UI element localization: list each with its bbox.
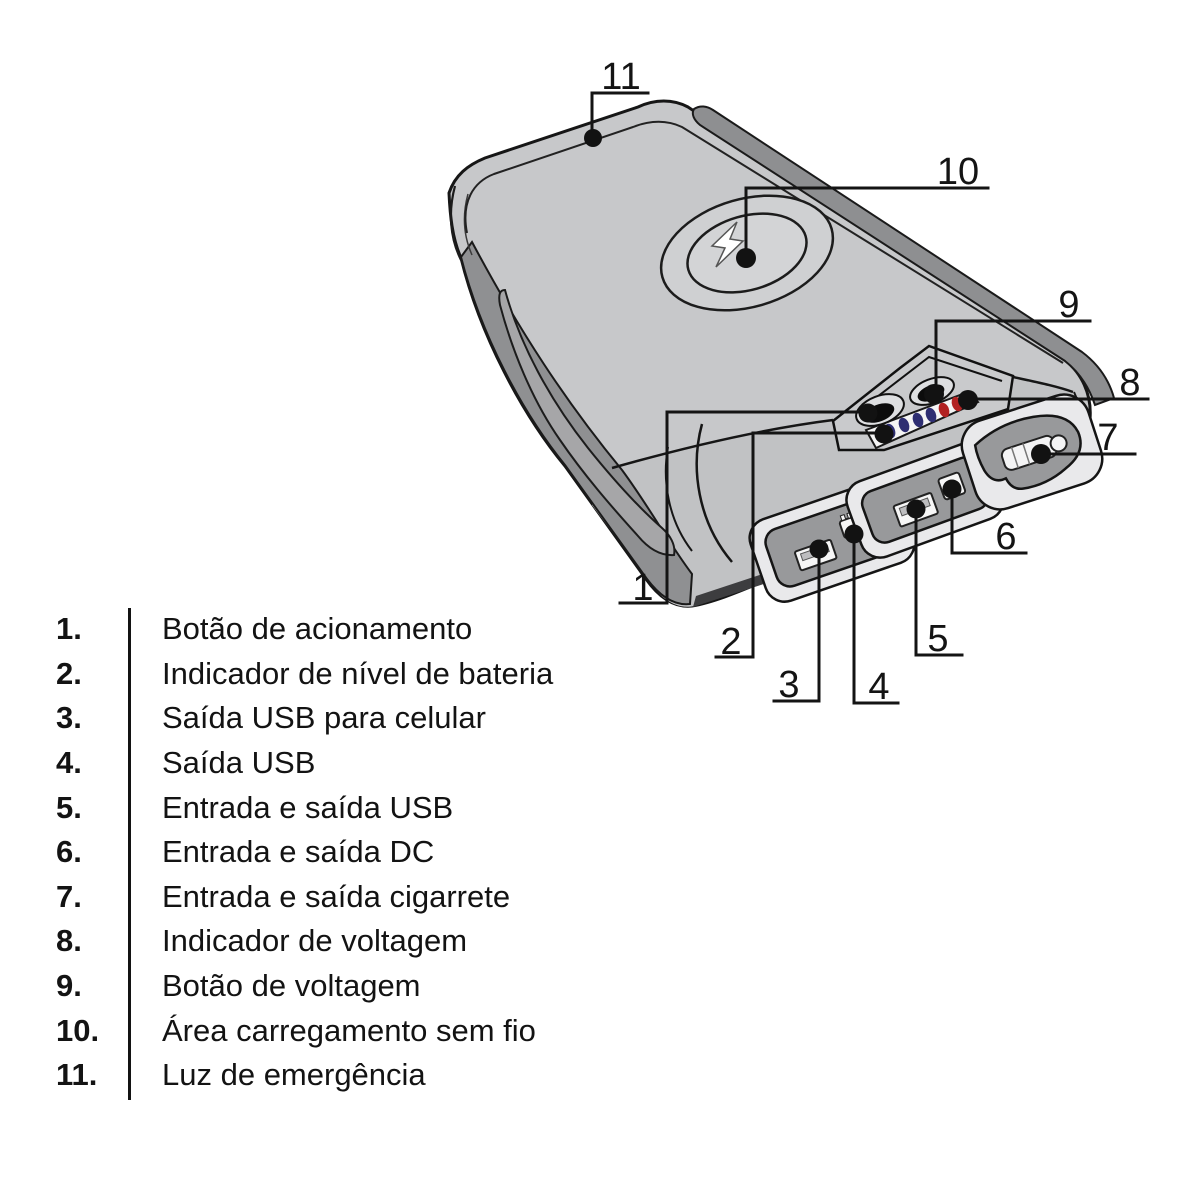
voltage-led-1 <box>938 402 950 418</box>
legend-num: 11. <box>56 1057 98 1093</box>
legend-row-5: 5. Entrada e saída USB <box>52 785 692 830</box>
legend-row-3: 3. Saída USB para celular <box>52 696 692 741</box>
front-ridge-left <box>611 418 834 470</box>
legend-num: 10. <box>56 1012 100 1048</box>
legend-label: Entrada e saída DC <box>162 834 435 870</box>
legend-num: 4. <box>56 745 82 781</box>
legend-label: Indicador de nível de bateria <box>162 655 554 691</box>
callouts <box>590 91 1150 705</box>
legend-num: 6. <box>56 834 82 870</box>
legend-num: 3. <box>56 700 82 736</box>
legend-row-11: 11. Luz de emergência <box>52 1053 692 1098</box>
legend-num: 5. <box>56 789 82 825</box>
callout-dot-10 <box>736 248 756 268</box>
legend-num: 7. <box>56 878 82 914</box>
callout-dot-4 <box>844 524 864 544</box>
legend-label: Saída USB para celular <box>162 700 486 736</box>
legend-label: Área carregamento sem fio <box>162 1012 536 1048</box>
callout-number-7: 7 <box>1097 417 1118 459</box>
legend-row-4: 4. Saída USB <box>52 741 692 786</box>
legend-label: Saída USB <box>162 745 316 781</box>
callout-line-6 <box>950 487 1028 555</box>
legend-row-2: 2. Indicador de nível de bateria <box>52 652 692 697</box>
callout-dot-11 <box>584 129 602 147</box>
callout-number-10: 10 <box>937 151 979 193</box>
callout-number-3: 3 <box>778 664 799 706</box>
callout-dot-8 <box>958 390 978 410</box>
callout-number-8: 8 <box>1119 362 1140 404</box>
left-side-inner-panel <box>498 288 676 557</box>
legend-row-7: 7. Entrada e saída cigarrete <box>52 875 692 920</box>
callout-line-10 <box>744 186 990 259</box>
callout-number-4: 4 <box>868 666 889 708</box>
legend: 1. Botão de acionamento 2. Indicador de … <box>52 607 692 1100</box>
callout-dot-7 <box>1031 444 1051 464</box>
callout-numbers: 1 2 3 4 5 6 7 8 9 10 11 <box>601 56 1140 708</box>
front-left-corner-curve-outer <box>695 423 733 563</box>
callout-line-9 <box>934 319 1092 395</box>
callout-number-2: 2 <box>720 621 741 663</box>
callout-line-11 <box>590 91 650 139</box>
battery-led-2 <box>898 417 910 433</box>
legend-row-6: 6. Entrada e saída DC <box>52 830 692 875</box>
callout-number-9: 9 <box>1058 284 1079 326</box>
callout-dot-9 <box>924 384 944 404</box>
battery-led-3 <box>912 412 924 428</box>
legend-label: Botão de voltagem <box>162 968 421 1004</box>
callout-dot-2 <box>874 424 894 444</box>
legend-label: Entrada e saída cigarrete <box>162 878 511 914</box>
callout-line-5 <box>914 507 964 657</box>
legend-label: Luz de emergência <box>162 1057 426 1093</box>
callout-number-5: 5 <box>927 618 948 660</box>
callout-number-11: 11 <box>601 56 640 98</box>
left-endcap-line <box>449 185 462 261</box>
callout-dot-5 <box>906 499 926 519</box>
legend-label: Indicador de voltagem <box>162 923 468 959</box>
callout-dot-1 <box>858 403 878 423</box>
front-ridge-right <box>1012 375 1074 394</box>
legend-label: Entrada e saída USB <box>162 789 454 825</box>
legend-num: 2. <box>56 655 82 691</box>
callout-number-1: 1 <box>632 567 653 609</box>
top-plateau-seam <box>464 120 1064 364</box>
legend-divider <box>128 608 131 1100</box>
legend-row-1: 1. Botão de acionamento <box>52 607 692 652</box>
legend-label: Botão de acionamento <box>162 611 473 647</box>
callout-number-6: 6 <box>995 516 1016 558</box>
callout-line-2 <box>714 431 886 659</box>
callout-line-3 <box>772 547 821 703</box>
callout-dot-6 <box>942 479 962 499</box>
top-right-dark-band <box>691 105 1116 407</box>
legend-num: 9. <box>56 968 82 1004</box>
battery-led-4 <box>925 407 937 423</box>
button-housing-inner-line <box>859 355 1003 411</box>
lightning-bolt-icon <box>710 221 745 268</box>
legend-num: 1. <box>56 611 82 647</box>
callout-line-4 <box>852 532 900 705</box>
legend-num: 8. <box>56 923 82 959</box>
callout-line-1 <box>618 410 870 605</box>
callout-dots <box>584 129 1051 559</box>
legend-row-8: 8. Indicador de voltagem <box>52 919 692 964</box>
legend-row-9: 9. Botão de voltagem <box>52 964 692 1009</box>
legend-row-10: 10. Área carregamento sem fio <box>52 1008 692 1053</box>
front-face <box>592 376 1080 607</box>
callout-dot-3 <box>809 539 829 559</box>
left-endcap-line-inner <box>463 193 473 256</box>
